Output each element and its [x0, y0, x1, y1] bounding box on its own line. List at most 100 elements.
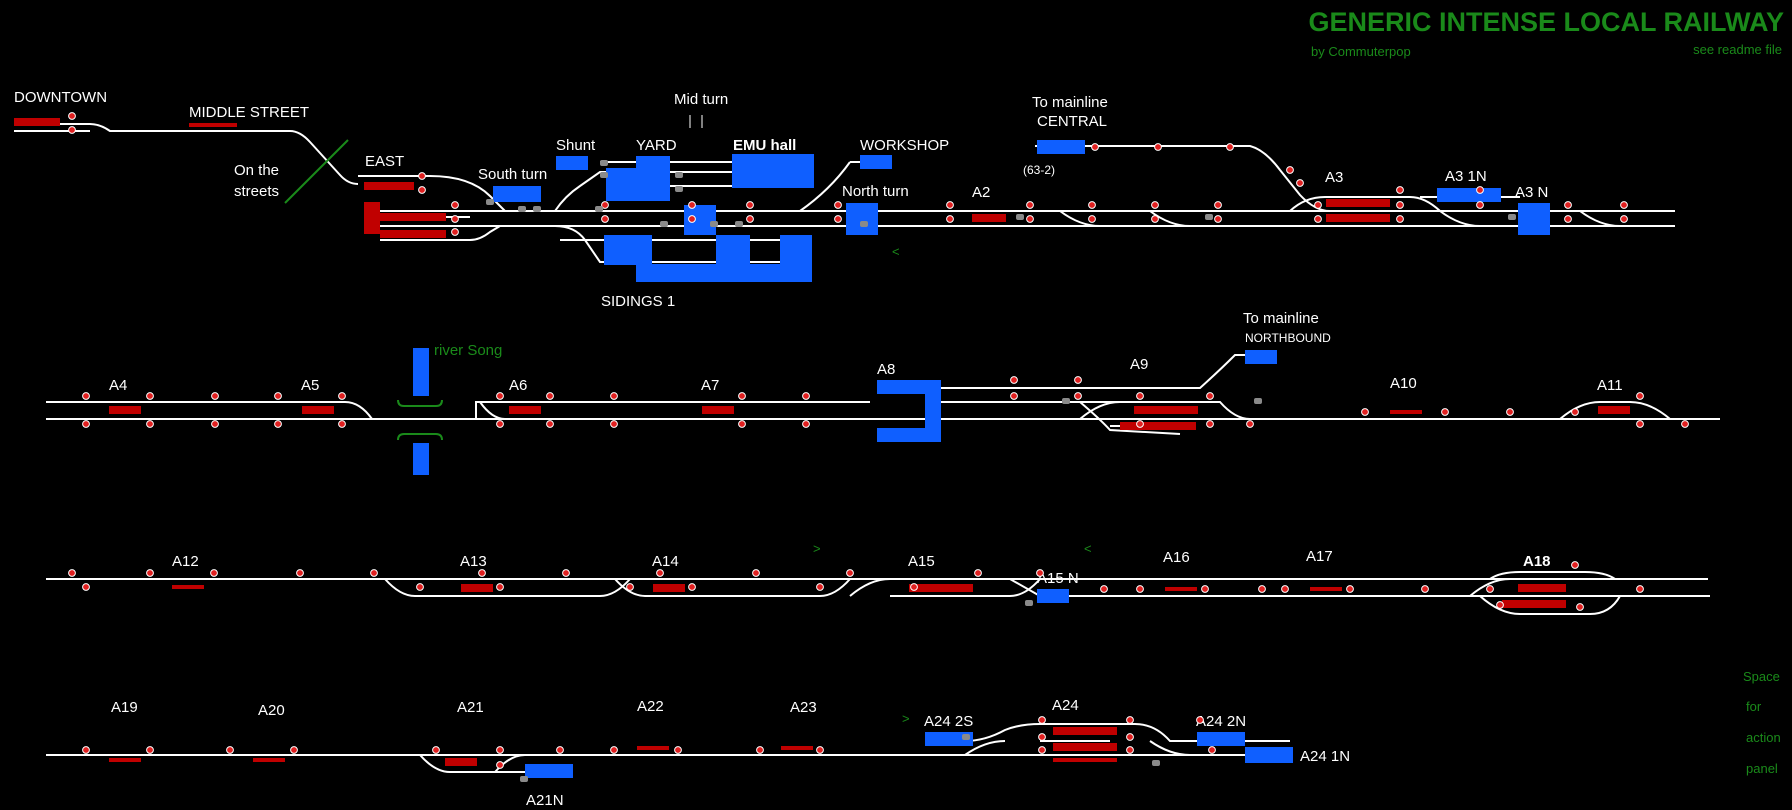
signal-lamp[interactable]: [1681, 420, 1689, 428]
signal-lamp[interactable]: [1396, 186, 1404, 194]
signal-lamp[interactable]: [1088, 201, 1096, 209]
signal-lamp[interactable]: [82, 392, 90, 400]
a24-1n-platform[interactable]: [1245, 747, 1293, 763]
signal-lamp[interactable]: [1576, 603, 1584, 611]
signal-lamp[interactable]: [674, 746, 682, 754]
signal-lamp[interactable]: [1564, 201, 1572, 209]
a15n-platform[interactable]: [1037, 589, 1069, 603]
signal-group[interactable]: [68, 112, 1689, 769]
signal-lamp[interactable]: [1258, 585, 1266, 593]
signal-lamp[interactable]: [601, 201, 609, 209]
points-indicator[interactable]: [860, 221, 868, 227]
signal-lamp[interactable]: [656, 569, 664, 577]
signal-lamp[interactable]: [1476, 186, 1484, 194]
sidings-platform-a[interactable]: [604, 235, 652, 265]
signal-lamp[interactable]: [756, 746, 764, 754]
signal-lamp[interactable]: [974, 569, 982, 577]
signal-lamp[interactable]: [296, 569, 304, 577]
a24-2s-platform[interactable]: [925, 732, 973, 746]
signal-lamp[interactable]: [1476, 201, 1484, 209]
signal-lamp[interactable]: [1208, 746, 1216, 754]
signal-lamp[interactable]: [82, 746, 90, 754]
signal-lamp[interactable]: [1026, 215, 1034, 223]
signal-lamp[interactable]: [451, 215, 459, 223]
signal-lamp[interactable]: [82, 420, 90, 428]
signal-lamp[interactable]: [496, 583, 504, 591]
signal-lamp[interactable]: [1636, 585, 1644, 593]
points-indicator[interactable]: [962, 734, 970, 740]
signal-lamp[interactable]: [451, 228, 459, 236]
signal-lamp[interactable]: [752, 569, 760, 577]
signal-lamp[interactable]: [1314, 201, 1322, 209]
signal-lamp[interactable]: [1038, 746, 1046, 754]
points-indicator[interactable]: [675, 172, 683, 178]
signal-lamp[interactable]: [290, 746, 298, 754]
points-indicator[interactable]: [1508, 214, 1516, 220]
signal-lamp[interactable]: [146, 569, 154, 577]
northbound-platform[interactable]: [1245, 350, 1277, 364]
points-indicator[interactable]: [735, 221, 743, 227]
signal-lamp[interactable]: [610, 746, 618, 754]
signal-lamp[interactable]: [834, 201, 842, 209]
signal-lamp[interactable]: [1074, 376, 1082, 384]
signal-lamp[interactable]: [562, 569, 570, 577]
signal-lamp[interactable]: [1396, 215, 1404, 223]
signal-lamp[interactable]: [1361, 408, 1369, 416]
signal-lamp[interactable]: [946, 201, 954, 209]
signal-lamp[interactable]: [601, 215, 609, 223]
signal-lamp[interactable]: [418, 186, 426, 194]
signal-lamp[interactable]: [1296, 179, 1304, 187]
points-indicator[interactable]: [1152, 760, 1160, 766]
signal-lamp[interactable]: [1571, 408, 1579, 416]
signal-lamp[interactable]: [738, 392, 746, 400]
signal-lamp[interactable]: [946, 215, 954, 223]
signal-lamp[interactable]: [1126, 746, 1134, 754]
signal-lamp[interactable]: [610, 392, 618, 400]
a8-platform-side[interactable]: [925, 380, 941, 442]
signal-lamp[interactable]: [1396, 201, 1404, 209]
signal-lamp[interactable]: [146, 746, 154, 754]
signal-lamp[interactable]: [1564, 215, 1572, 223]
signal-lamp[interactable]: [1636, 392, 1644, 400]
signal-lamp[interactable]: [432, 746, 440, 754]
points-indicator[interactable]: [660, 221, 668, 227]
signal-lamp[interactable]: [1074, 392, 1082, 400]
a3-n-platform[interactable]: [1518, 203, 1550, 235]
points-indicator[interactable]: [1025, 600, 1033, 606]
signal-lamp[interactable]: [1286, 166, 1294, 174]
signal-lamp[interactable]: [210, 569, 218, 577]
signal-lamp[interactable]: [1036, 569, 1044, 577]
signal-lamp[interactable]: [68, 112, 76, 120]
points-indicator[interactable]: [675, 186, 683, 192]
signal-lamp[interactable]: [1226, 143, 1234, 151]
signal-lamp[interactable]: [146, 420, 154, 428]
signal-lamp[interactable]: [478, 569, 486, 577]
sidings-platform-c[interactable]: [780, 235, 812, 265]
points-indicator[interactable]: [600, 172, 608, 178]
signal-lamp[interactable]: [274, 420, 282, 428]
signal-lamp[interactable]: [211, 392, 219, 400]
signal-lamp[interactable]: [626, 583, 634, 591]
signal-lamp[interactable]: [451, 201, 459, 209]
signal-lamp[interactable]: [1206, 420, 1214, 428]
signal-lamp[interactable]: [546, 392, 554, 400]
signal-lamp[interactable]: [1026, 201, 1034, 209]
signal-lamp[interactable]: [416, 583, 424, 591]
signal-lamp[interactable]: [1126, 716, 1134, 724]
signal-lamp[interactable]: [82, 583, 90, 591]
signal-lamp[interactable]: [802, 392, 810, 400]
points-indicator[interactable]: [520, 776, 528, 782]
points-indicator[interactable]: [1062, 398, 1070, 404]
points-indicator[interactable]: [486, 199, 494, 205]
north-turn-platform[interactable]: [846, 203, 878, 235]
a8-platform-bottom[interactable]: [877, 428, 941, 442]
signal-lamp[interactable]: [338, 420, 346, 428]
signal-lamp[interactable]: [496, 746, 504, 754]
signal-lamp[interactable]: [834, 215, 842, 223]
signal-lamp[interactable]: [1136, 392, 1144, 400]
yard-platform-b[interactable]: [606, 168, 646, 201]
signal-lamp[interactable]: [1038, 716, 1046, 724]
sidings-platform-b[interactable]: [716, 235, 750, 265]
signal-lamp[interactable]: [274, 392, 282, 400]
signal-lamp[interactable]: [146, 392, 154, 400]
